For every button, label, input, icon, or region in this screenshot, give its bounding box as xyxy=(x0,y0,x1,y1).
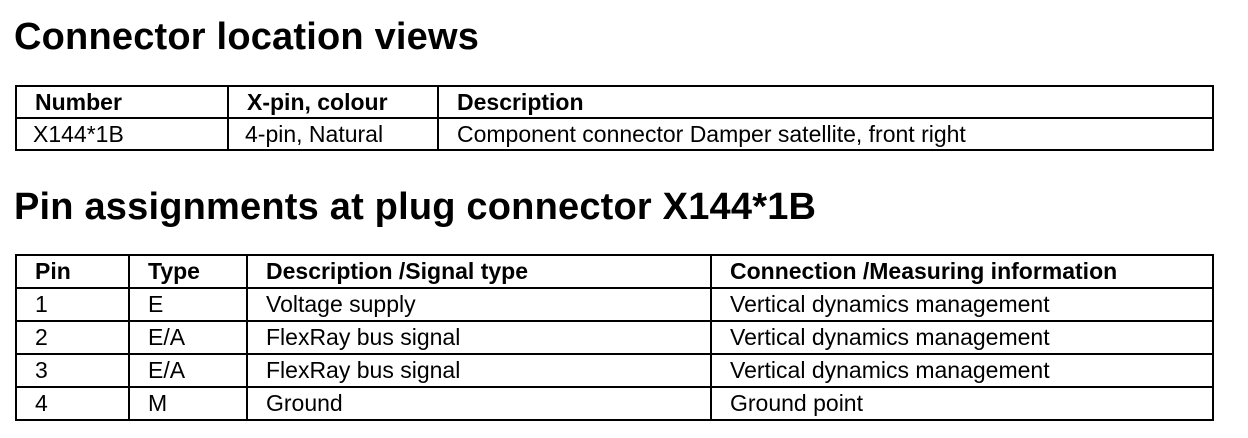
header-pin: Pin xyxy=(15,254,130,289)
cell-pin: 4 xyxy=(15,386,130,421)
cell-pin: 3 xyxy=(15,353,130,388)
header-number: Number xyxy=(15,85,229,119)
header-signal-type: Description /Signal type xyxy=(246,254,712,289)
header-description: Description xyxy=(437,85,1214,119)
cell-type: E/A xyxy=(128,353,248,388)
connector-table: Number X-pin, colour Description X144*1B… xyxy=(15,85,1214,151)
cell-signal-type: Voltage supply xyxy=(246,287,712,322)
pin-assignments-heading: Pin assignments at plug connector X144*1… xyxy=(14,186,817,228)
cell-connection-info: Vertical dynamics management xyxy=(710,353,1214,388)
connector-location-heading: Connector location views xyxy=(14,16,480,58)
cell-type: E xyxy=(128,287,248,322)
cell-description: Component connector Damper satellite, fr… xyxy=(437,117,1214,151)
table-row: X144*1B 4-pin, Natural Component connect… xyxy=(15,117,1214,151)
cell-pin: 1 xyxy=(15,287,130,322)
cell-type: E/A xyxy=(128,320,248,355)
pin-assignments-table: Pin Type Description /Signal type Connec… xyxy=(15,254,1214,421)
header-x-pin-colour: X-pin, colour xyxy=(227,85,439,119)
cell-connection-info: Ground point xyxy=(710,386,1214,421)
pin-table-header-row: Pin Type Description /Signal type Connec… xyxy=(15,254,1214,289)
cell-connection-info: Vertical dynamics management xyxy=(710,287,1214,322)
cell-signal-type: FlexRay bus signal xyxy=(246,353,712,388)
cell-x-pin-colour: 4-pin, Natural xyxy=(227,117,439,151)
cell-connection-info: Vertical dynamics management xyxy=(710,320,1214,355)
cell-signal-type: FlexRay bus signal xyxy=(246,320,712,355)
table-row: 2 E/A FlexRay bus signal Vertical dynami… xyxy=(15,320,1214,355)
connector-table-header-row: Number X-pin, colour Description xyxy=(15,85,1214,119)
cell-type: M xyxy=(128,386,248,421)
cell-signal-type: Ground xyxy=(246,386,712,421)
table-row: 4 M Ground Ground point xyxy=(15,386,1214,421)
cell-number: X144*1B xyxy=(15,117,229,151)
header-type: Type xyxy=(128,254,248,289)
table-row: 1 E Voltage supply Vertical dynamics man… xyxy=(15,287,1214,322)
table-row: 3 E/A FlexRay bus signal Vertical dynami… xyxy=(15,353,1214,388)
cell-pin: 2 xyxy=(15,320,130,355)
header-connection-info: Connection /Measuring information xyxy=(710,254,1214,289)
